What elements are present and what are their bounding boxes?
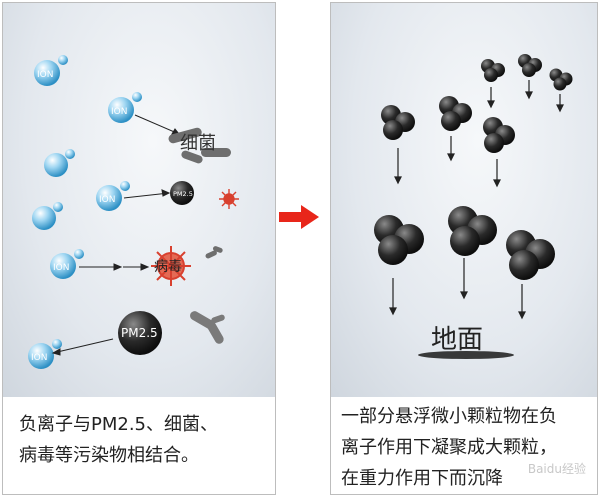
right-panel: 地面 一部分悬浮微小颗粒物在负 离子作用下凝聚成大颗粒， 在重力作用下而沉降 (330, 2, 598, 495)
ion-label: ION (53, 263, 69, 273)
ion-particle: ION (34, 55, 68, 86)
particle-cluster-large (448, 206, 497, 256)
left-caption-line-2: 病毒等污染物相结合。 (19, 445, 199, 466)
right-illustration-svg: 地面 (374, 54, 573, 359)
bacteria-icon-cluster (190, 311, 225, 344)
ion-particle: ION (28, 339, 62, 369)
particle-cluster-medium (483, 117, 515, 153)
right-arrow-icon (279, 205, 319, 229)
ion-label: ION (37, 70, 53, 80)
ground-shadow (418, 351, 514, 359)
watermark: Baidu经验 (527, 462, 586, 476)
ground-label: 地面 (431, 325, 483, 355)
bacteria-icon-small (205, 246, 223, 259)
gravity-arrows (389, 80, 564, 320)
ion-label: ION (111, 107, 127, 117)
pm-small-label: PM2.5 (173, 190, 193, 198)
left-illustration-svg: ION ION ION ION (28, 55, 239, 369)
right-caption-line-2: 离子作用下凝聚成大颗粒， (341, 437, 557, 458)
right-caption-line-1: 一部分悬浮微小颗粒物在负 (341, 406, 557, 427)
virus-icon (151, 246, 191, 286)
ion-particle (44, 149, 75, 177)
virus-icon-small (219, 189, 239, 209)
pm-small-particle: PM2.5 (170, 181, 194, 205)
particle-cluster-medium (439, 96, 472, 131)
particle-cluster-large (374, 215, 424, 265)
ion-label: ION (99, 195, 115, 205)
left-caption-line-1: 负离子与PM2.5、细菌、 (19, 414, 219, 435)
left-illustration: ION ION ION ION (3, 3, 275, 397)
right-caption-line-3: 在重力作用下而沉降 (341, 468, 503, 489)
ion-particle (32, 202, 63, 230)
virus-label: 病毒 (154, 259, 182, 275)
ion-particle: ION (108, 92, 142, 123)
particle-cluster-tiny (549, 68, 573, 91)
right-illustration: 地面 (331, 3, 597, 397)
ion-particle: ION (96, 181, 130, 211)
particle-cluster-tiny (518, 54, 542, 77)
left-panel: ION ION ION ION (2, 2, 276, 495)
left-caption: 负离子与PM2.5、细菌、 病毒等污染物相结合。 (3, 397, 275, 494)
right-caption: 一部分悬浮微小颗粒物在负 离子作用下凝聚成大颗粒， 在重力作用下而沉降 (331, 397, 597, 494)
particle-cluster-medium (381, 105, 415, 140)
pm-large-label: PM2.5 (121, 326, 158, 340)
bacteria-icon (168, 127, 231, 164)
ion-label: ION (31, 353, 47, 363)
ion-particle: ION (50, 249, 84, 279)
particle-cluster-large (506, 230, 555, 280)
bacteria-label: 细菌 (180, 133, 216, 154)
pm-large-particle: PM2.5 (118, 311, 162, 355)
particle-cluster-tiny (481, 59, 505, 82)
